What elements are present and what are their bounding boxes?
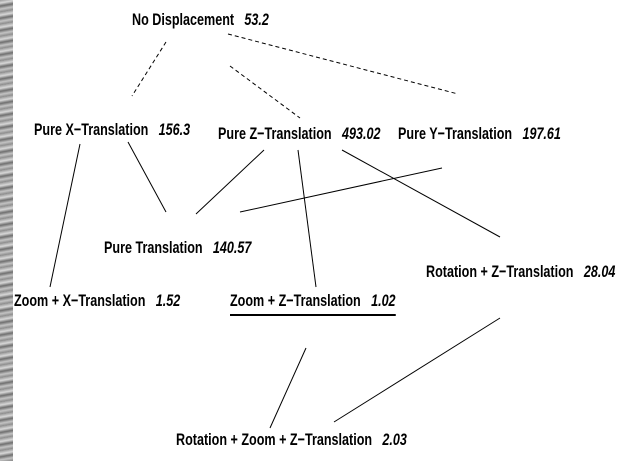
node-label: Zoom + Z−Translation (230, 291, 361, 310)
node-n8: Rotation + Zoom + Z−Translation 2.03 (176, 430, 407, 450)
edge-n2-n6 (297, 149, 317, 288)
node-label: Zoom + X−Translation (14, 291, 146, 310)
edge-n1-n4 (127, 141, 167, 213)
node-value: 493.02 (341, 124, 381, 143)
node-label: Pure X−Translation (34, 120, 149, 139)
node-value: 2.03 (382, 430, 407, 449)
node-value: 197.61 (522, 124, 561, 143)
node-value: 1.02 (371, 291, 396, 310)
edge-n0-n3 (227, 33, 459, 95)
edge-n2-n4 (195, 149, 265, 215)
node-label: Rotation + Zoom + Z−Translation (176, 430, 373, 449)
node-label: Pure Z−Translation (218, 124, 332, 143)
node-n5: Zoom + X−Translation 1.52 (14, 291, 180, 311)
edge-n0-n2 (229, 65, 301, 119)
edge-n1-n5 (49, 143, 81, 288)
node-value: 53.2 (244, 10, 269, 29)
node-value: 1.52 (155, 291, 181, 310)
node-label: Pure Y−Translation (398, 124, 513, 143)
node-n7: Rotation + Z−Translation 28.04 (426, 262, 615, 282)
edge-n3-n4 (239, 167, 443, 213)
edge-n7-n8 (333, 317, 501, 423)
node-n1: Pure X−Translation 156.3 (34, 120, 190, 140)
edge-n6-n8 (269, 347, 307, 429)
node-n6: Zoom + Z−Translation 1.02 (230, 291, 396, 316)
node-n0: No Displacement 53.2 (132, 10, 269, 30)
node-n2: Pure Z−Translation 493.02 (218, 124, 380, 144)
node-label: Rotation + Z−Translation (426, 262, 574, 281)
node-n3: Pure Y−Translation 197.61 (398, 124, 561, 144)
edge-n0-n1 (131, 41, 167, 97)
edge-n2-n7 (341, 149, 501, 238)
left-edge-photo-strip (0, 0, 13, 461)
node-label: No Displacement (132, 10, 235, 29)
node-value: 156.3 (158, 120, 191, 139)
node-n4: Pure Translation 140.57 (104, 238, 251, 258)
node-label: Pure Translation (104, 238, 203, 257)
node-value: 140.57 (212, 238, 252, 257)
node-value: 28.04 (583, 262, 616, 281)
